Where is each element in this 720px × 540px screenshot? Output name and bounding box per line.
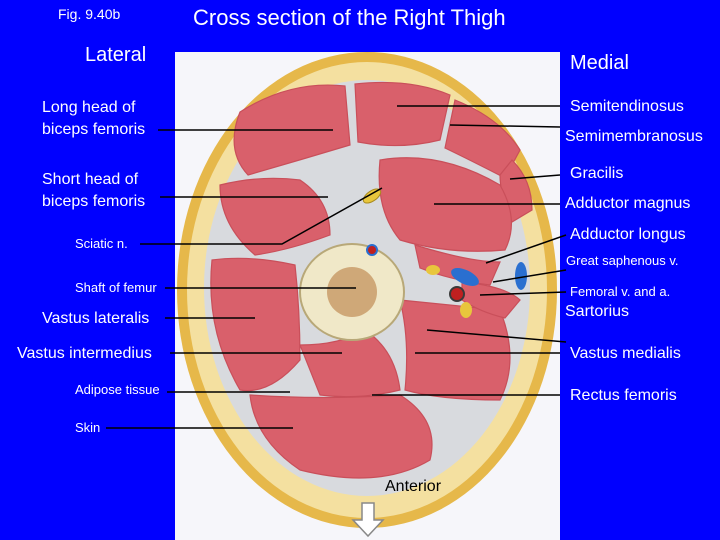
sciatic-nerve-label: Sciatic n. (75, 236, 128, 251)
shaft-of-femur-label: Shaft of femur (75, 280, 157, 295)
short-head-biceps-label-line2: biceps femoris (42, 193, 146, 210)
adductor-magnus-label: Adductor magnus (565, 195, 691, 212)
lateral-label: Lateral (85, 44, 147, 66)
rectus-femoris-label: Rectus femoris (570, 387, 677, 404)
vastus-medialis-label: Vastus medialis (570, 345, 681, 362)
short-head-biceps-label-line1: Short head of (42, 171, 139, 188)
leader-lines (106, 105, 567, 429)
femoral-nerve (460, 302, 472, 318)
figure-number: Fig. 9.40b (58, 6, 121, 22)
perforating-vessel (366, 244, 378, 256)
long-head-biceps-label-line2: biceps femoris (42, 121, 146, 138)
semitendinosus-muscle (354, 81, 451, 147)
anterior-arrow-icon (351, 502, 385, 538)
anterior-label: Anterior (385, 478, 442, 495)
gracilis-label: Gracilis (570, 165, 624, 182)
saphenous-nerve (426, 265, 440, 275)
femur-marrow (327, 267, 377, 317)
adipose-tissue-label: Adipose tissue (75, 382, 160, 397)
femoral-vessels-label: Femoral v. and a. (570, 284, 671, 299)
medial-label: Medial (570, 52, 629, 74)
sartorius-label: Sartorius (565, 303, 630, 320)
skin-label: Skin (75, 420, 101, 435)
semimembranosus-label: Semimembranosus (565, 128, 703, 145)
vastus-lateralis-label: Vastus lateralis (42, 310, 150, 327)
sciatic-nerve (362, 188, 382, 204)
long-head-biceps-label-line1: Long head of (42, 99, 136, 116)
rectus-femoris-muscle (249, 394, 433, 479)
page-title: Cross section of the Right Thigh (193, 5, 506, 30)
vastus-intermedius-label: Vastus intermedius (17, 345, 152, 362)
semitendinosus-label: Semitendinosus (570, 98, 684, 115)
femoral-artery (449, 286, 465, 302)
vastus-lateralis-muscle (210, 257, 301, 392)
adductor-longus-label: Adductor longus (570, 226, 686, 243)
great-saphenous-vein (515, 262, 527, 290)
femoral-vein-deep (451, 268, 479, 286)
great-saphenous-label: Great saphenous v. (566, 253, 679, 268)
